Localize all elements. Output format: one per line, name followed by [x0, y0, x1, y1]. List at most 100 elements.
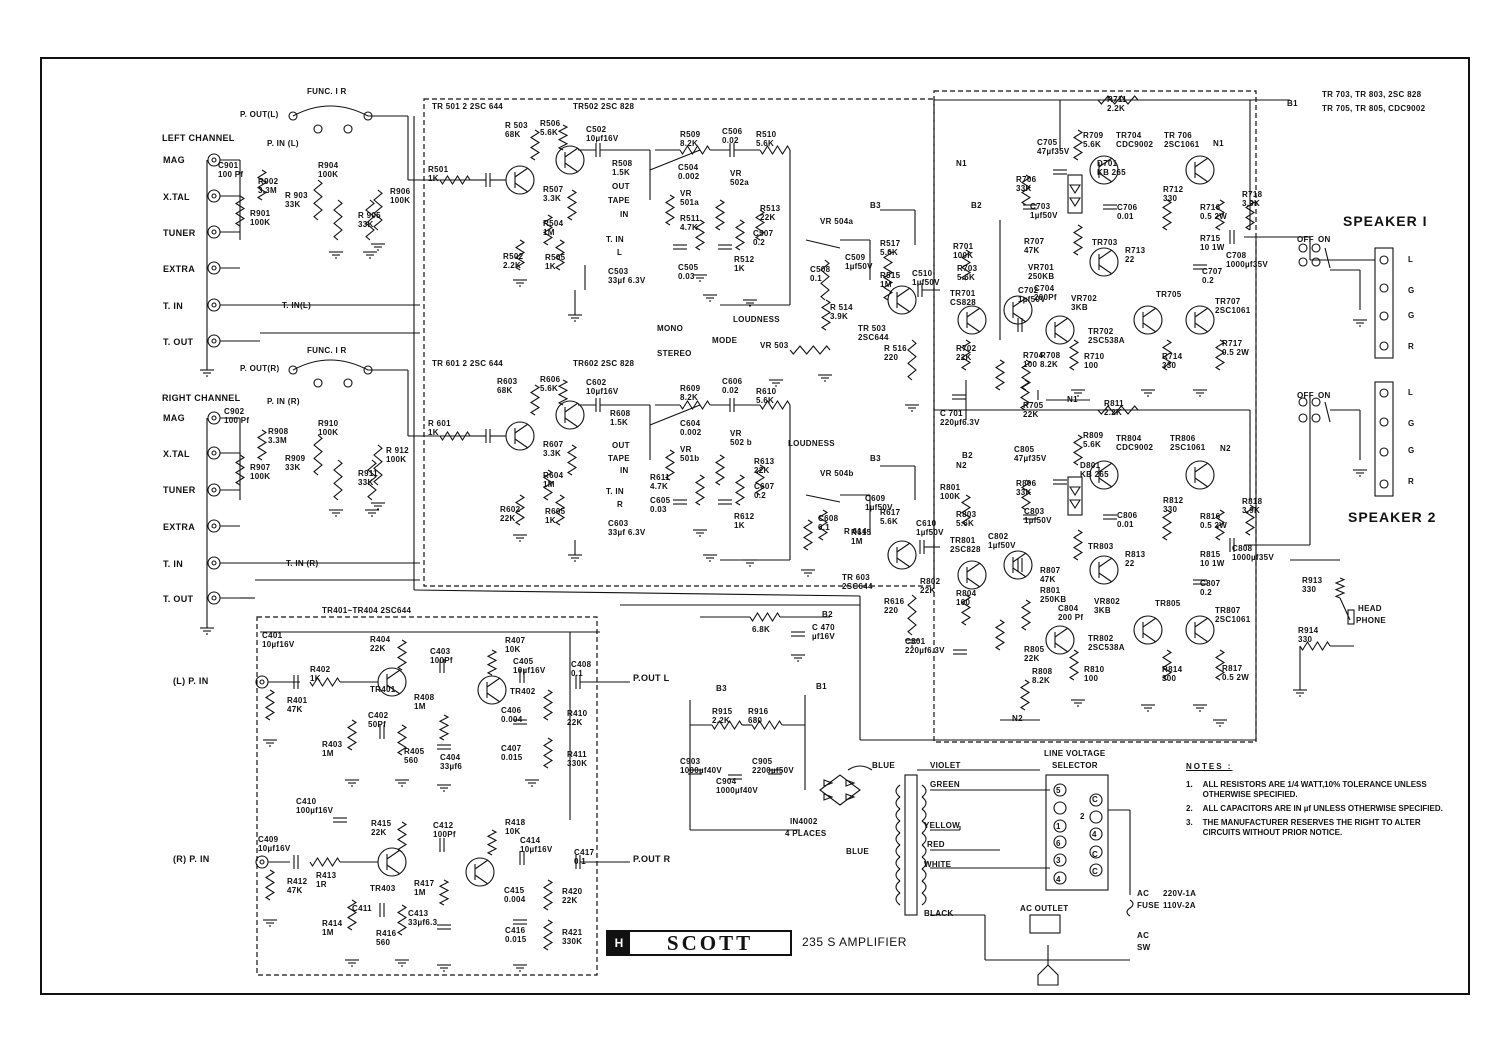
- component-label-tr801: TR801 2SC828: [950, 536, 981, 554]
- component-label-c510: C510 1µf50V: [912, 269, 940, 287]
- terminal-symbol: [288, 111, 298, 121]
- terminal-symbol: [1379, 388, 1389, 398]
- component-label-r718: R718 3.9K: [1242, 190, 1263, 208]
- resistor-symbol: [960, 494, 972, 526]
- resistor-symbol: [802, 519, 814, 551]
- transistor-symbol: [505, 165, 535, 195]
- spk2-on-label: ON: [1318, 391, 1331, 400]
- component-label-r418: R418 10K: [505, 818, 526, 836]
- component-label-vr702: VR702 3KB: [1071, 294, 1097, 312]
- component-label-tr402: TR402: [510, 687, 536, 696]
- component-label-tr806: TR806 2SC1061: [1170, 434, 1206, 452]
- wire-white: WHITE: [924, 860, 952, 869]
- component-label-r801: R801 100K: [940, 483, 961, 501]
- component-label-tr603: TR 603 2SC644: [842, 573, 873, 591]
- component-label-r905: R 905 33K: [358, 211, 381, 229]
- input-jack: [207, 189, 221, 203]
- transformer-winding: [895, 880, 901, 894]
- component-label-r703: R703 5.6K: [957, 264, 978, 282]
- preamp-dashed-block: [423, 98, 935, 587]
- func-label-right: FUNC. I R: [307, 346, 347, 355]
- component-label-r417: R417 1M: [414, 879, 435, 897]
- resistor-symbol: [960, 249, 972, 281]
- transistor-symbol: [1185, 155, 1215, 185]
- resistor-symbol: [1214, 339, 1226, 371]
- component-label-c405: C405 10µf16V: [513, 657, 546, 675]
- component-label-tr701: TR701 CS828: [950, 289, 976, 307]
- transistor-emitter: [1194, 172, 1209, 183]
- input-jack-center: [211, 265, 217, 271]
- component-label-c801: C801 220µf6.3V: [905, 637, 945, 655]
- transistor-symbol: [377, 847, 407, 877]
- left-channel-heading: LEFT CHANNEL: [162, 133, 235, 143]
- component-label-r817: R817 0.5 2W: [1222, 664, 1250, 682]
- wire-blue-bottom: BLUE: [846, 847, 869, 856]
- transistor-symbol: [1185, 615, 1215, 645]
- component-label-r502: R502 2.2K: [503, 252, 524, 270]
- selector-terminal: [1089, 845, 1103, 859]
- resistor-symbol: [514, 494, 526, 526]
- transistor-emitter: [564, 417, 579, 428]
- transistor-symbol: [555, 400, 585, 430]
- resistor-symbol: [994, 619, 1006, 651]
- component-label-r709: R709 5.6K: [1083, 131, 1104, 149]
- transistor-emitter: [1012, 312, 1027, 323]
- phono-l-pout: P.OUT L: [633, 673, 670, 683]
- tape-tin-left: T. IN: [606, 235, 624, 244]
- wire: [413, 589, 861, 597]
- component-label-r913: R913 330: [1302, 576, 1323, 594]
- resistor-symbol: [882, 269, 894, 301]
- note-2-text: ALL CAPACITORS ARE IN µf UNLESS OTHERWIS…: [1202, 804, 1443, 813]
- selector-terminal: [1089, 793, 1103, 807]
- b3-label-right: B3: [870, 454, 881, 463]
- spk2-term-l: L: [1408, 388, 1414, 397]
- resistor-symbol: [1214, 199, 1226, 231]
- tr501-section-label: TR 501 2 2SC 644: [432, 102, 504, 111]
- resistor-symbol: [820, 299, 832, 331]
- resistor-symbol: [486, 649, 498, 676]
- transformer-winding: [895, 784, 901, 798]
- transformer-winding: [921, 868, 927, 882]
- component-label-r714: R714 330: [1162, 352, 1183, 370]
- component-label-r412: R412 47K: [287, 877, 308, 895]
- selector-pin-5: 5: [1056, 786, 1061, 795]
- function-switch-arc: [292, 105, 369, 117]
- resistor-symbol: [514, 239, 526, 271]
- component-label-r809: R809 5.6K: [1083, 431, 1104, 449]
- spk2-off-label: OFF: [1297, 391, 1314, 400]
- transistor-symbol: [477, 675, 507, 705]
- headphone-label-2: PHONE: [1356, 616, 1386, 625]
- model-title: 235 S AMPLIFIER: [802, 935, 907, 949]
- transistor-symbol: [1045, 625, 1075, 655]
- schematic-border: [40, 57, 1470, 995]
- selector-terminal: [1089, 863, 1103, 877]
- component-label-r402: R402 1K: [310, 665, 331, 683]
- component-label-r818: R818 3.9K: [1242, 497, 1263, 515]
- input-xtal-right: X.TAL: [163, 449, 190, 459]
- resistor-symbol: [309, 676, 341, 688]
- transistor-symbol: [1185, 305, 1215, 335]
- terminal-symbol: [1311, 397, 1321, 407]
- input-jack-center: [211, 450, 217, 456]
- transistor-symbol: [887, 285, 917, 315]
- component-label-c605: C605 0.03: [650, 496, 671, 514]
- stereo-label: STEREO: [657, 349, 692, 358]
- terminal-symbol: [313, 124, 323, 134]
- component-label-c407: C407 0.015: [501, 744, 523, 762]
- component-label-c610: C610 1µf50V: [916, 519, 944, 537]
- resistor-symbol: [960, 594, 972, 626]
- resistor-symbol: [365, 199, 375, 241]
- component-label-r805: R805 22K: [1024, 645, 1045, 663]
- resistor-symbol: [396, 724, 408, 756]
- input-jack-center: [211, 595, 217, 601]
- fuse-label: FUSE: [1137, 901, 1160, 910]
- input-jack: [207, 556, 221, 570]
- transistor-collector: [1054, 627, 1069, 638]
- input-jack-center: [211, 229, 217, 235]
- input-jack-center: [211, 302, 217, 308]
- component-label-r816: R816 0.5 2W: [1200, 512, 1228, 530]
- resistor-symbol: [1161, 509, 1173, 541]
- phono-preamp-dashed-block: [256, 616, 598, 976]
- input-tin-left: T. IN: [163, 301, 184, 311]
- component-label-c606: C606 0.02: [722, 377, 743, 395]
